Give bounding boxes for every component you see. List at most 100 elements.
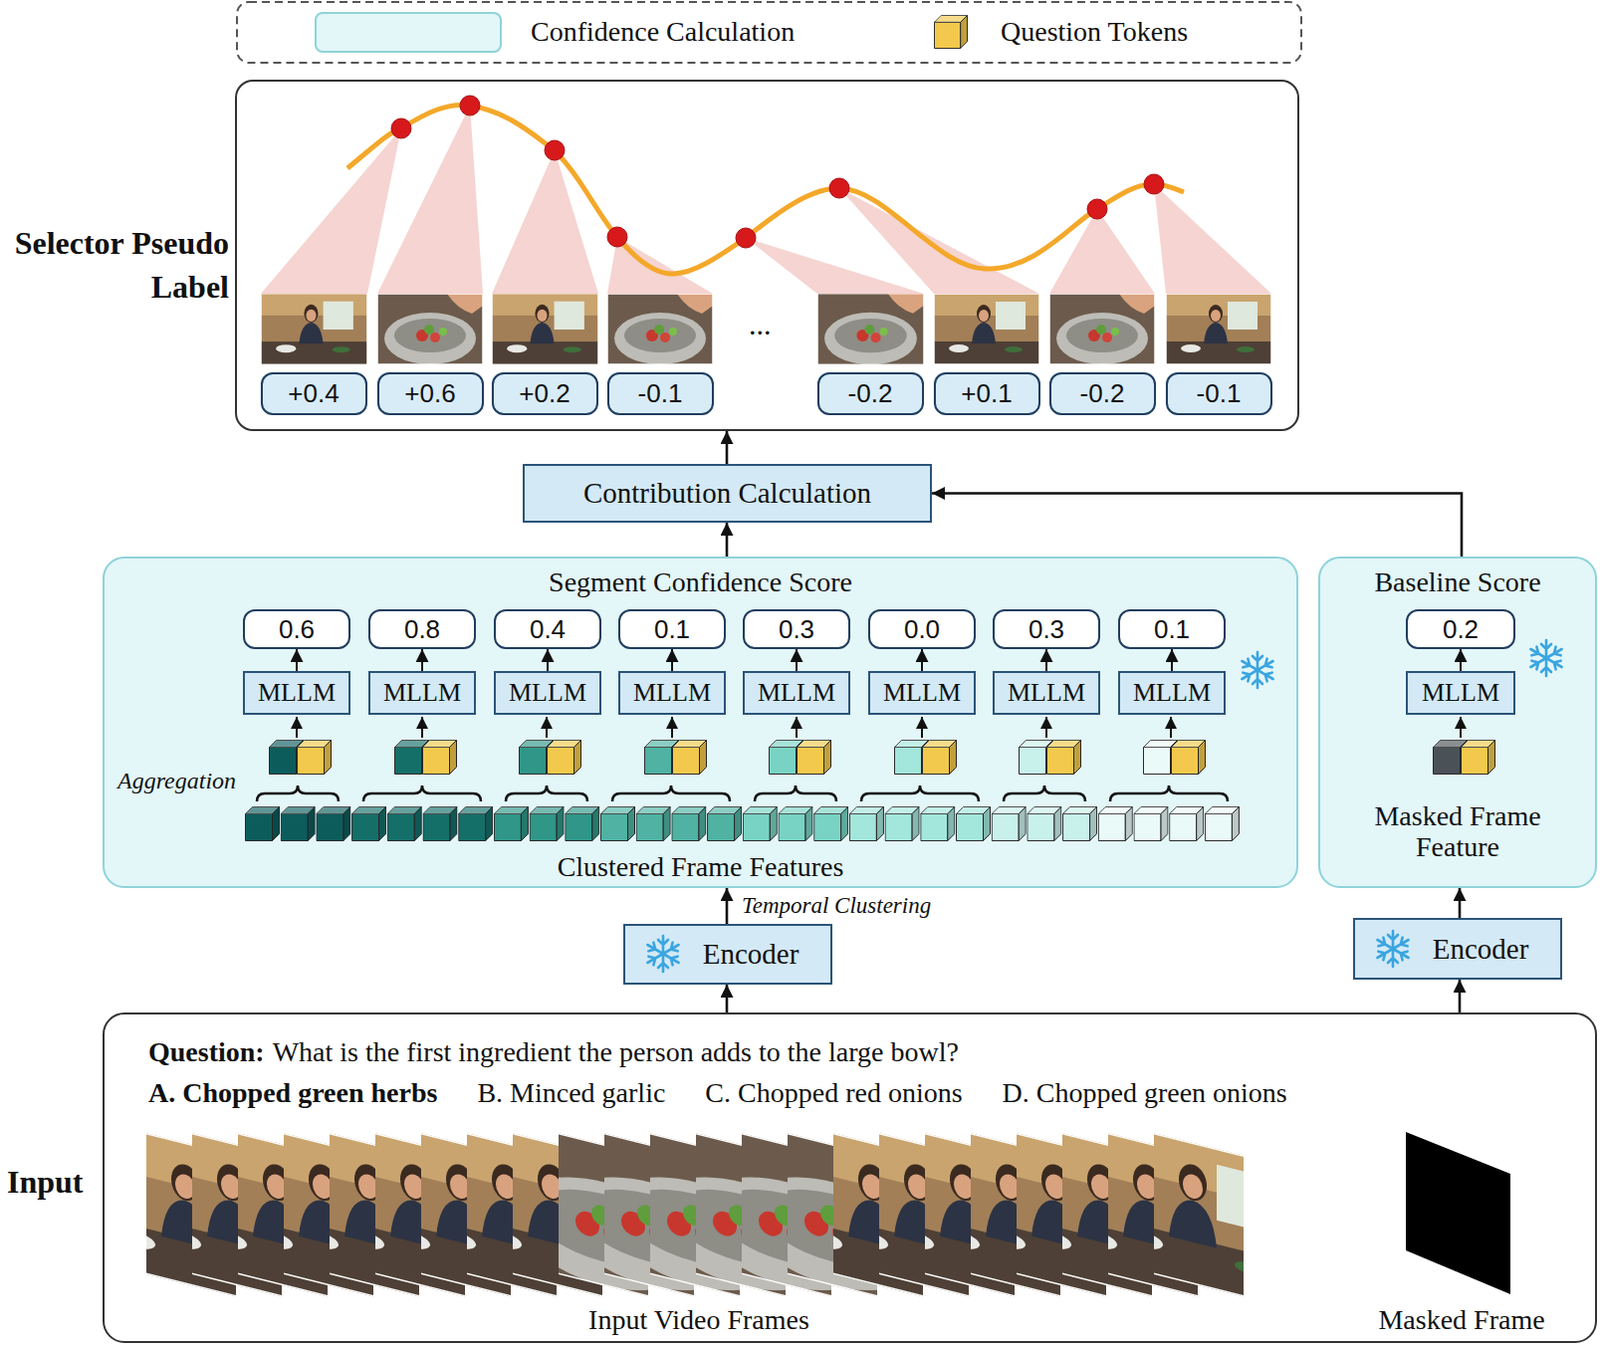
masked-frame <box>1405 1132 1511 1295</box>
connector <box>931 493 1462 558</box>
score-box: 0.6 <box>242 609 351 650</box>
score-box: 0.3 <box>992 609 1101 650</box>
node-text: MLLM <box>883 678 961 708</box>
text-slot: 0.3 <box>744 611 849 648</box>
feed-arrow <box>1169 716 1172 738</box>
box-fill <box>868 609 976 650</box>
aggregation-brace <box>505 785 588 802</box>
frame-feature-cube <box>245 807 280 842</box>
connector <box>1170 649 1173 672</box>
node-text: 0.6 <box>278 614 315 646</box>
box-fill <box>377 372 484 416</box>
frame-thumbnail <box>1049 293 1155 365</box>
frame-thumbnail <box>607 293 713 365</box>
text-slot: 0.3 <box>994 611 1099 648</box>
feed-arrow <box>545 716 548 738</box>
token-cube <box>1047 740 1082 775</box>
node-text: MLLM <box>383 678 461 708</box>
text-slot: MLLM <box>870 673 974 713</box>
text-slot: -0.1 <box>609 374 712 414</box>
text-slot: Contribution Calculation <box>524 465 930 521</box>
text-slot: Encoder <box>625 925 831 983</box>
text-slot: MLLM <box>994 673 1099 713</box>
node-text: Input <box>6 1163 99 1201</box>
box-fill <box>618 671 726 715</box>
node-text: Masked Frame Feature <box>1353 800 1563 863</box>
connector <box>920 649 923 672</box>
box-fill <box>1405 671 1516 715</box>
score-curve <box>607 227 628 247</box>
box-fill <box>102 1012 1598 1344</box>
node-text: 0.4 <box>529 614 566 646</box>
box-fill <box>1353 917 1563 980</box>
frame-feature-cube <box>778 807 813 842</box>
score-curve <box>1143 174 1164 195</box>
node-text: MLLM <box>1133 678 1211 708</box>
score-box: 0.2 <box>1405 609 1516 650</box>
node-text: +0.2 <box>518 378 570 410</box>
box-fill <box>742 671 851 715</box>
annotation: Aggregation <box>117 767 236 794</box>
token-cube <box>297 740 332 775</box>
frame-feature-cube <box>707 807 742 842</box>
box-fill <box>992 609 1101 650</box>
score-curve <box>1087 199 1108 220</box>
box-fill <box>522 463 932 523</box>
aggregation-brace <box>754 785 837 802</box>
text-slot: MLLM <box>244 673 349 713</box>
text-slot: MLLM <box>370 673 474 713</box>
box-fill <box>368 671 476 715</box>
node-text: Baseline Score <box>1320 566 1596 599</box>
frame-feature-cube <box>1204 807 1239 842</box>
contribution-value: +0.4 <box>260 372 368 416</box>
aggregation-brace <box>256 785 1228 802</box>
attention-fan <box>1049 209 1155 294</box>
attention-fan <box>491 150 599 294</box>
aggregation-brace <box>363 785 481 802</box>
connector <box>1458 979 1462 1013</box>
text-slot: 0.0 <box>870 611 974 648</box>
label-slot: ... <box>748 307 772 342</box>
node-text: C. Chopped red onions <box>704 1077 962 1110</box>
frame-feature-cube <box>1098 807 1133 842</box>
score-curve <box>829 178 850 199</box>
token-cube <box>922 740 957 775</box>
node-text: MLLM <box>633 678 711 708</box>
box-fill <box>742 609 851 650</box>
text-slot: Masked Frame Feature <box>1353 800 1563 863</box>
legend-slot: Confidence Calculation <box>530 14 795 49</box>
box-fill <box>1165 372 1273 416</box>
frame-feature-cube <box>423 807 458 842</box>
attention-fan <box>377 105 483 294</box>
input-panel: InputQuestion:What is the first ingredie… <box>102 1012 1598 1344</box>
mllm-box: MLLM <box>992 671 1101 715</box>
node-text: Encoder <box>1432 932 1530 966</box>
feed-arrow <box>795 716 798 738</box>
text-slot: MLLM <box>620 673 724 713</box>
text-slot: 0.6 <box>244 611 349 648</box>
contribution-value: -0.1 <box>1165 372 1273 416</box>
attention-fan <box>1153 184 1272 294</box>
frame-feature-cube <box>1134 807 1168 842</box>
aggregation-brace <box>861 785 979 802</box>
box-fill <box>260 372 368 416</box>
box-fill <box>1318 556 1598 889</box>
box-fill <box>607 372 714 416</box>
text-slot: Clustered Frame Features <box>104 851 1297 884</box>
frame-feature-cube <box>849 807 884 842</box>
frame-feature-cube <box>956 807 991 842</box>
aggregation-brace <box>256 785 339 802</box>
legend-text: Question Tokens <box>1000 15 1188 47</box>
node-text: A. Chopped green herbs <box>148 1077 438 1110</box>
text-slot: Input <box>6 1163 99 1201</box>
node-text: -0.1 <box>638 378 684 410</box>
text-slot: -0.2 <box>1051 374 1154 414</box>
legend-slot: Question Tokens <box>1000 14 1188 49</box>
text-slot: Input Video Frames <box>450 1304 948 1337</box>
contribution-value: -0.2 <box>817 372 924 416</box>
node-text: Question: <box>148 1036 265 1069</box>
connector <box>295 649 298 672</box>
frame-feature-cube <box>529 807 564 842</box>
score-curve <box>544 140 565 161</box>
